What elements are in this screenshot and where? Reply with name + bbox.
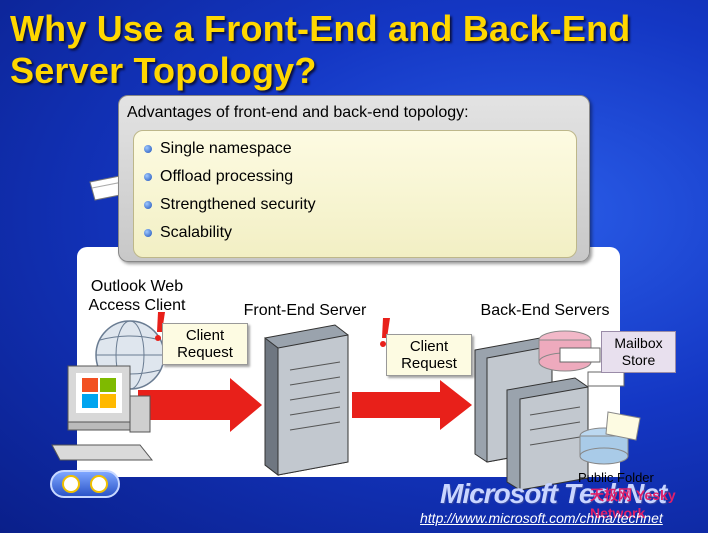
play-icon[interactable] <box>62 475 80 493</box>
list-item: Strengthened security <box>134 191 576 219</box>
bullet-icon <box>144 229 152 237</box>
front-end-label: Front-End Server <box>243 302 367 319</box>
client-label: Outlook Web Access Client <box>88 278 186 314</box>
public-folder-label: Public Folder <box>578 470 654 485</box>
title-line-1: Why Use a Front-End and Back-End <box>10 8 631 49</box>
bullet-icon <box>144 173 152 181</box>
slide-title: Why Use a Front-End and Back-End Server … <box>10 8 700 92</box>
bullet-icon <box>144 145 152 153</box>
list-item: Offload processing <box>134 163 576 191</box>
footer-url-link[interactable]: http://www.microsoft.com/china/technet <box>420 510 663 526</box>
advantages-heading: Advantages of front-end and back-end top… <box>127 104 469 121</box>
client-request-note-2: Client Request <box>386 334 472 376</box>
advantages-panel: Advantages of front-end and back-end top… <box>118 95 590 262</box>
mailbox-store-label: Mailbox Store <box>601 331 676 373</box>
list-item: Single namespace <box>134 135 576 163</box>
title-line-2: Server Topology? <box>10 50 317 91</box>
slide-nav-control[interactable] <box>50 470 120 498</box>
bullet-icon <box>144 201 152 209</box>
stop-icon[interactable] <box>90 475 108 493</box>
advantages-list: Single namespace Offload processing Stre… <box>133 130 577 258</box>
microsoft-technet-logo: Microsoft TechNet <box>440 478 667 509</box>
watermark: 天极网 Yesky Network <box>590 487 676 521</box>
client-request-note-1: Client Request <box>162 323 248 365</box>
back-end-label: Back-End Servers <box>480 302 610 319</box>
list-item: Scalability <box>134 219 576 247</box>
